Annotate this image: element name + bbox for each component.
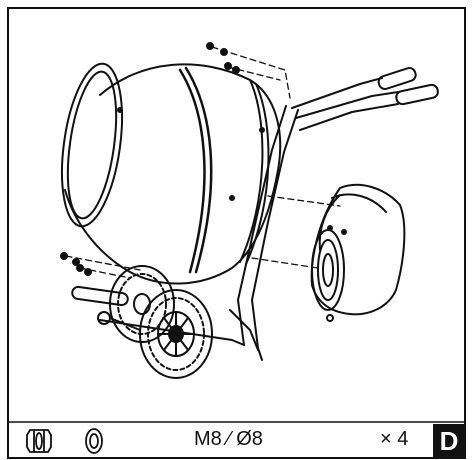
wheel-front xyxy=(139,289,213,379)
step-label: D xyxy=(433,424,465,458)
washer-icon xyxy=(85,428,103,454)
hardware-spec: M8 ⁄ Ø8 xyxy=(194,428,263,450)
mixer-drum xyxy=(61,62,282,285)
hex-nut-icon xyxy=(26,429,52,453)
handle-bars xyxy=(291,66,439,131)
axle-leg xyxy=(71,285,141,331)
motor-cover xyxy=(310,183,406,322)
bolt-guides xyxy=(65,46,341,279)
bolts xyxy=(60,42,240,276)
diagram-frame xyxy=(7,7,466,459)
hardware-quantity: × 4 xyxy=(380,428,409,450)
hardware-bar: M8 ⁄ Ø8 × 4 D xyxy=(8,422,465,460)
stand-frame xyxy=(99,105,299,361)
